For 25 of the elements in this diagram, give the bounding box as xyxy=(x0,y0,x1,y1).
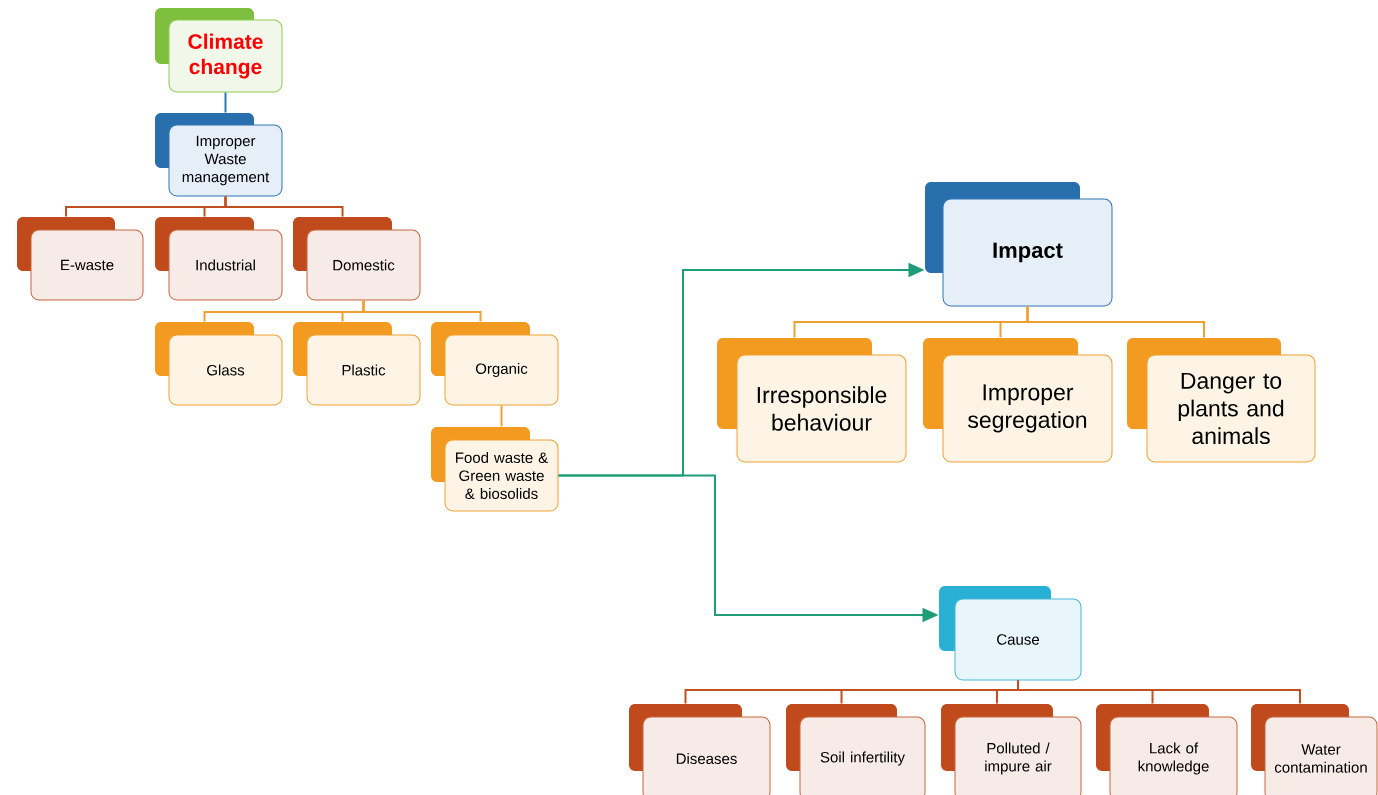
process-box: Food waste & Green waste & biosolids xyxy=(431,427,559,512)
connector-line xyxy=(362,299,482,323)
connector-line xyxy=(224,91,227,114)
process-box: Climate change xyxy=(155,8,283,93)
connector-line xyxy=(500,404,503,428)
process-box: Organic xyxy=(431,322,559,406)
process-box: Lack of knowledge xyxy=(1096,704,1238,795)
process-box: Domestic xyxy=(293,217,421,301)
process-box: Irresponsible behaviour xyxy=(717,338,907,463)
process-box: Impact xyxy=(925,182,1113,307)
process-box: Polluted / impure air xyxy=(941,704,1082,795)
process-box: Plastic xyxy=(293,322,421,406)
process-box: Industrial xyxy=(155,217,283,301)
connector-line xyxy=(1017,679,1301,705)
process-box: Soil infertility xyxy=(786,704,926,795)
process-box: Glass xyxy=(155,322,283,406)
connector-line xyxy=(1026,305,1205,339)
process-box: E-waste xyxy=(17,217,144,301)
process-box: Improper segregation xyxy=(923,338,1113,463)
process-box: Diseases xyxy=(629,704,771,795)
process-box: Danger to plants and animals xyxy=(1127,338,1316,463)
process-box: Water contamination xyxy=(1251,704,1378,795)
process-box: Improper Waste management xyxy=(155,113,283,197)
connector-line xyxy=(224,195,344,218)
process-box: Cause xyxy=(939,586,1082,681)
